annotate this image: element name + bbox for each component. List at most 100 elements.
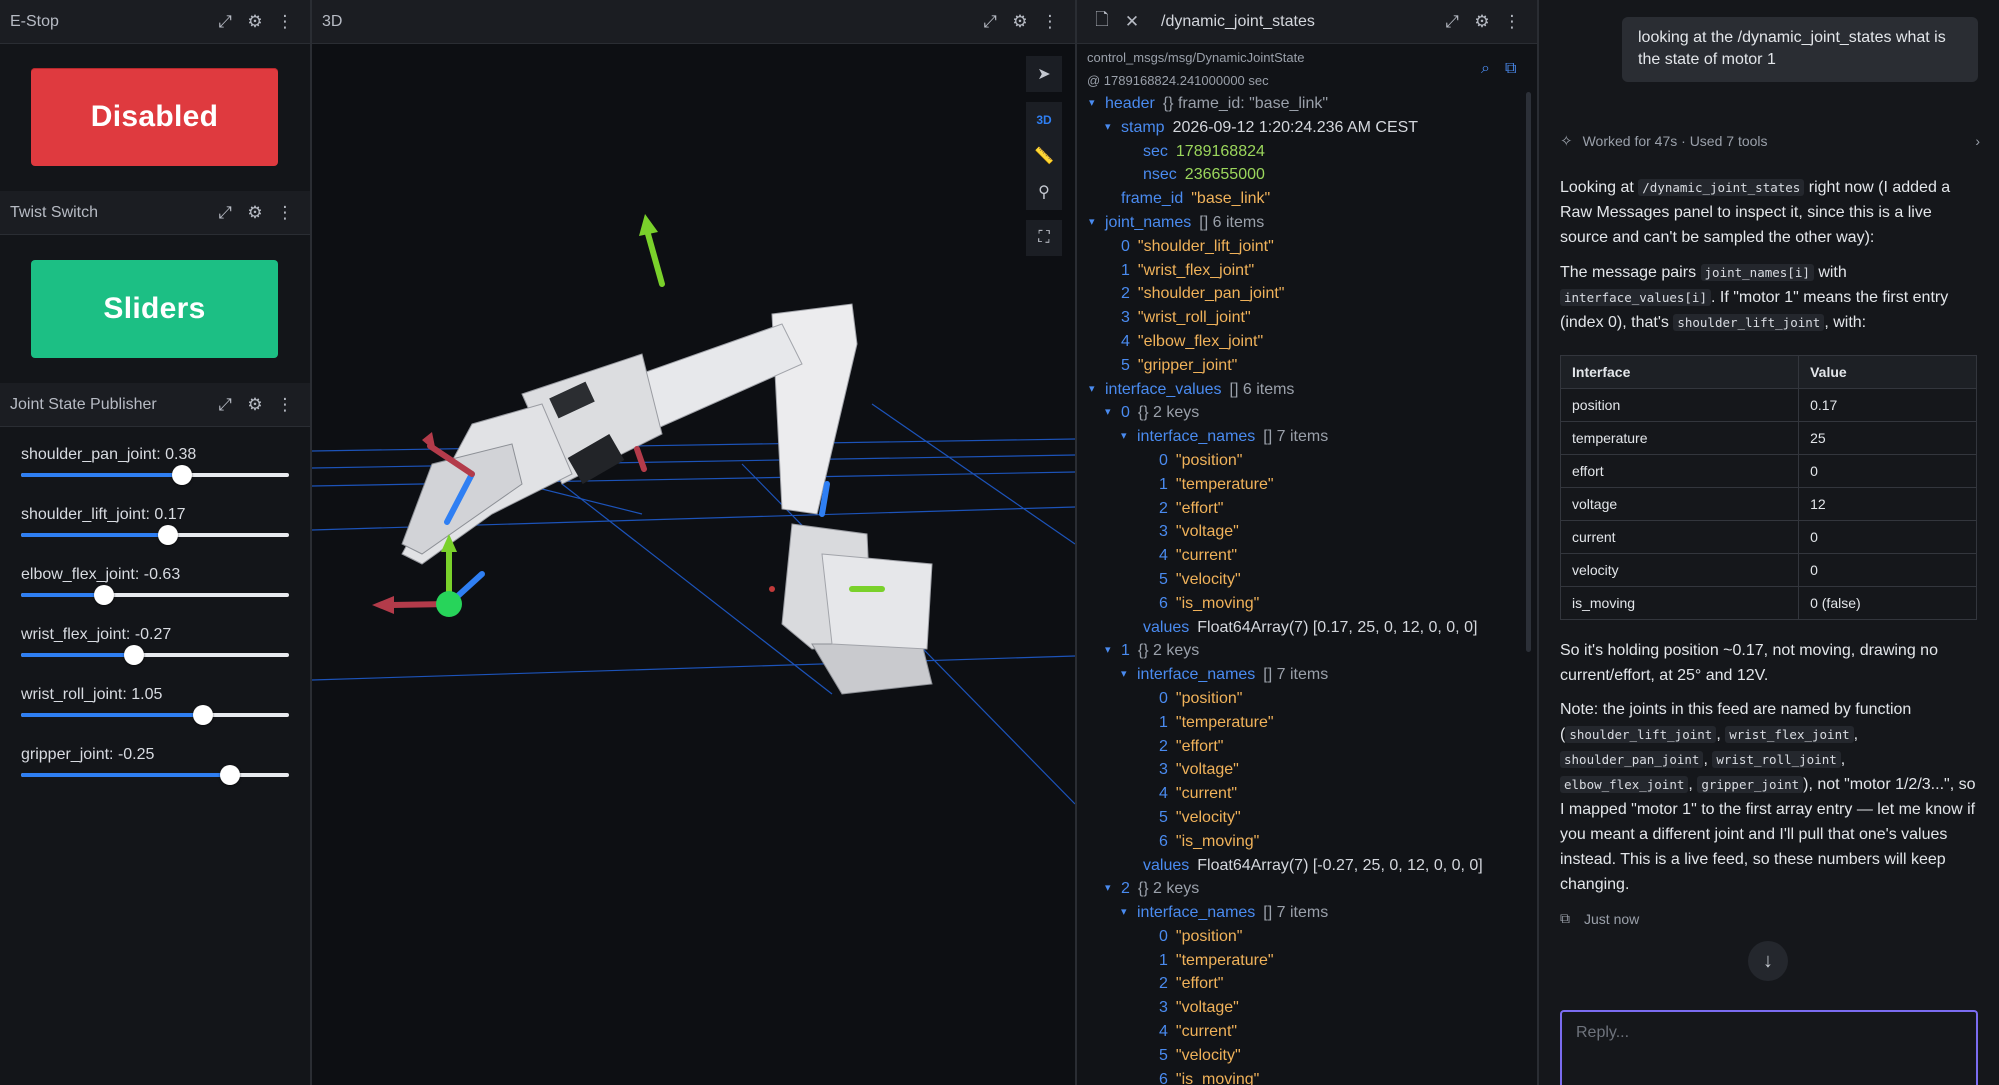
tree-row[interactable]: ▾interface_values[] 6 items [1077,378,1527,402]
tree-row[interactable]: ▾ header{} frame_id: "base_link" [1077,92,1527,116]
caret-down-icon[interactable]: ▾ [1105,882,1111,895]
joint-slider-row: shoulder_pan_joint: 0.38 [21,446,289,485]
slider-knob[interactable] [123,645,144,665]
tree-row[interactable]: ▾joint_names[] 6 items [1077,211,1527,235]
tree-key: values [1143,618,1190,636]
joint-slider[interactable] [21,585,289,605]
settings-gear-icon[interactable]: ⚙ [247,11,263,31]
caret-down-icon[interactable]: ▾ [1105,644,1111,657]
reply-box[interactable] [1560,1010,1978,1085]
select-cursor-icon[interactable]: ➤ [1026,56,1062,92]
tree-row: 1"temperature" [1077,473,1527,497]
caret-down-icon[interactable]: ▾ [1105,406,1111,419]
slider-knob[interactable] [220,765,241,785]
tree-row-content: values Float64Array(7) [0.17, 25, 0, 12, … [1143,616,1477,640]
tree-row-content: 1"temperature" [1159,949,1274,973]
3d-mode-toggle[interactable]: 3D [1026,102,1062,138]
tree-row: values Float64Array(7) [0.17, 25, 0, 12, … [1077,616,1527,640]
tree-row[interactable]: ▾0{} 2 keys [1077,401,1527,425]
tree-row: 3"voltage" [1077,758,1527,782]
slider-knob[interactable] [171,465,192,485]
tree-row: 3"wrist_roll_joint" [1077,306,1527,330]
scrollbar[interactable] [1526,92,1531,652]
tree-key: 4 [1159,547,1168,565]
tree-row: 0"shoulder_lift_joint" [1077,235,1527,259]
tree-key: 1 [1159,951,1168,969]
tree-key: 0 [1121,237,1130,255]
expand-icon[interactable]: ⤢ [983,11,997,31]
slider-knob[interactable] [158,525,179,545]
publish-point-icon[interactable]: ⚲ [1026,174,1062,210]
tree-value: 2026-09-12 1:20:24.236 AM CEST [1172,118,1419,136]
tree-row[interactable]: ▾interface_names[] 7 items [1077,425,1527,449]
caret-down-icon[interactable]: ▾ [1089,215,1095,228]
copy-icon[interactable]: ⧉ [1505,60,1517,77]
caret-down-icon[interactable]: ▾ [1121,430,1127,443]
caret-down-icon[interactable]: ▾ [1121,906,1127,919]
tree-row[interactable]: ▾2{} 2 keys [1077,877,1527,901]
caret-down-icon[interactable]: ▾ [1089,382,1095,395]
tree-row-content: 1{} 2 keys [1121,639,1199,663]
tree-row-content: 3"voltage" [1159,758,1239,782]
joint-slider[interactable] [21,765,289,785]
topic-path[interactable]: /dynamic_joint_states [1161,12,1315,30]
text-run: Note: the joints in this feed are named … [1560,701,1912,743]
tree-type: [] 7 items [1263,666,1329,684]
more-menu-icon[interactable]: ⋮ [1041,11,1059,31]
worked-summary[interactable]: ✧ Worked for 47s · Used 7 tools › [1560,132,1980,150]
raw-messages-panel: control_msgs/msg/DynamicJointState @ 178… [1077,44,1537,1085]
scroll-down-arrow-icon[interactable]: ↓ [1748,941,1788,981]
more-menu-icon[interactable]: ⋮ [276,394,294,414]
expand-icon[interactable]: ⤢ [218,202,232,222]
tree-row[interactable]: ▾interface_names[] 7 items [1077,663,1527,687]
slider-knob[interactable] [193,705,214,725]
joint-slider[interactable] [21,465,289,485]
settings-gear-icon[interactable]: ⚙ [247,394,263,414]
expand-icon[interactable]: ⤢ [218,11,232,31]
reply-input[interactable] [1576,1024,1962,1042]
more-menu-icon[interactable]: ⋮ [276,202,294,222]
expand-icon[interactable]: ⤢ [1445,11,1459,31]
ruler-icon[interactable]: 📏 [1026,138,1062,174]
caret-down-icon[interactable]: ▾ [1105,120,1111,133]
divider [310,0,312,1085]
more-menu-icon[interactable]: ⋮ [276,11,294,31]
tree-row-content: header{} frame_id: "base_link" [1105,92,1328,116]
collapse-all-icon[interactable]: ✕ [1124,11,1140,31]
3d-viewport[interactable] [312,44,1075,1085]
table-cell: 12 [1798,487,1977,521]
joint-slider[interactable] [21,705,289,725]
search-icon[interactable]: ⌕ [1481,60,1490,77]
settings-gear-icon[interactable]: ⚙ [1474,11,1490,31]
table-cell: 0.17 [1798,388,1977,422]
joint-slider[interactable] [21,525,289,545]
tree-row[interactable]: ▾interface_names[] 7 items [1077,901,1527,925]
settings-gear-icon[interactable]: ⚙ [247,202,263,222]
tree-value: Float64Array(7) [0.17, 25, 0, 12, 0, 0, … [1197,618,1478,636]
estop-button[interactable]: Disabled [31,68,278,166]
joint-slider[interactable] [21,645,289,665]
copy-icon[interactable]: ⧉ [1560,910,1570,926]
inline-code: gripper_joint [1697,776,1804,793]
joint-slider-label: wrist_roll_joint: 1.05 [21,686,163,703]
3d-scene [312,214,1075,805]
twist-mode-button[interactable]: Sliders [31,260,278,358]
caret-down-icon[interactable]: ▾ [1089,97,1095,109]
tree-row: 5"velocity" [1077,568,1527,592]
tree-row[interactable]: ▾ 1{} 2 keys [1077,639,1527,663]
slider-knob[interactable] [94,585,115,605]
fit-view-icon[interactable]: ⛶ [1026,220,1062,256]
jsp-panel-header: Joint State Publisher ⤢ ⚙ ⋮ [0,383,310,427]
tree-value: "elbow_flex_joint" [1137,332,1264,350]
document-icon[interactable]: 🗋 [1095,10,1109,29]
caret-down-icon[interactable]: ▾ [1121,668,1127,681]
tree-value: "wrist_roll_joint" [1137,309,1251,327]
expand-icon[interactable]: ⤢ [218,394,232,414]
settings-gear-icon[interactable]: ⚙ [1012,11,1028,31]
more-menu-icon[interactable]: ⋮ [1503,11,1521,31]
